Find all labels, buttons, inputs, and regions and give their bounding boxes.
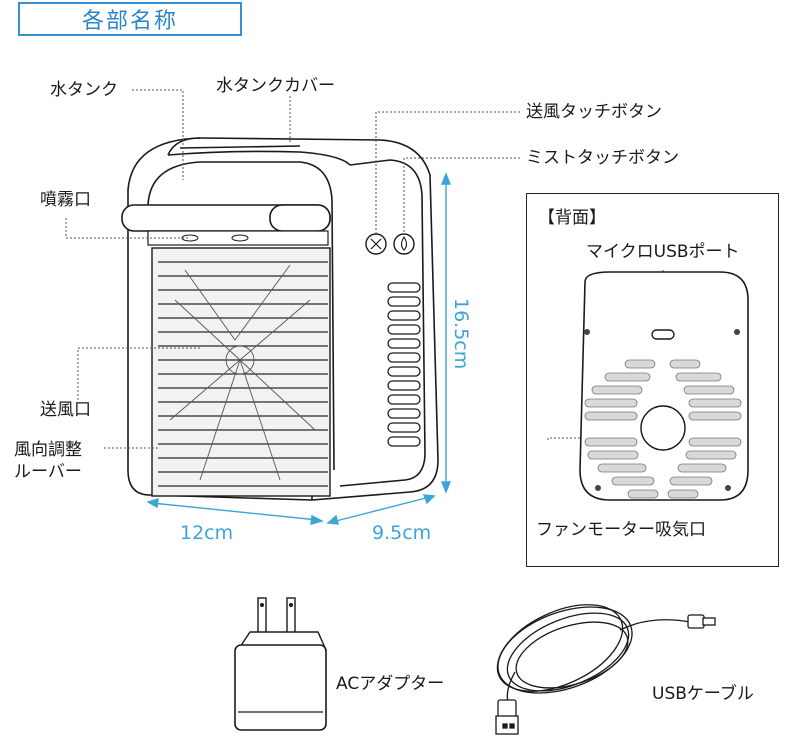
- front-grille: [151, 247, 331, 497]
- back-panel-frame: [526, 193, 779, 567]
- label-ac-adapter: ACアダプター: [336, 674, 445, 694]
- back-panel-title: 【背面】: [538, 208, 606, 228]
- dimension-lines: [146, 172, 452, 525]
- section-title-box: 各部名称: [18, 2, 242, 36]
- dimension-height: 16.5cm: [450, 298, 472, 370]
- side-vents: [387, 282, 421, 447]
- mist-bar: [121, 204, 331, 246]
- mist-button-icon: [393, 233, 415, 255]
- label-water-tank-cover: 水タンクカバー: [216, 76, 335, 96]
- back-view: [579, 271, 749, 501]
- usb-port-icon: [651, 329, 675, 340]
- label-water-tank: 水タンク: [50, 80, 118, 100]
- label-louver-line1: 風向調整: [14, 440, 82, 460]
- dimension-width: 12cm: [180, 522, 234, 544]
- usb-cable-drawing: [495, 604, 716, 735]
- label-fan-touch-button: 送風タッチボタン: [526, 102, 662, 122]
- label-fan-intake: ファンモーター吸気口: [536, 520, 706, 540]
- dimension-depth: 9.5cm: [372, 522, 432, 544]
- label-usb-port: マイクロUSBポート: [586, 242, 740, 262]
- label-air-outlet: 送風口: [40, 400, 91, 420]
- label-usb-cable: USBケーブル: [652, 684, 754, 704]
- leader-lines: [65, 89, 664, 449]
- label-mist-touch-button: ミストタッチボタン: [526, 148, 679, 168]
- touch-buttons: [365, 233, 415, 255]
- label-mist-outlet: 噴霧口: [40, 190, 91, 210]
- label-louver-line2: ルーバー: [14, 462, 82, 482]
- ac-adapter-drawing: [234, 597, 328, 731]
- section-title: 各部名称: [81, 9, 178, 34]
